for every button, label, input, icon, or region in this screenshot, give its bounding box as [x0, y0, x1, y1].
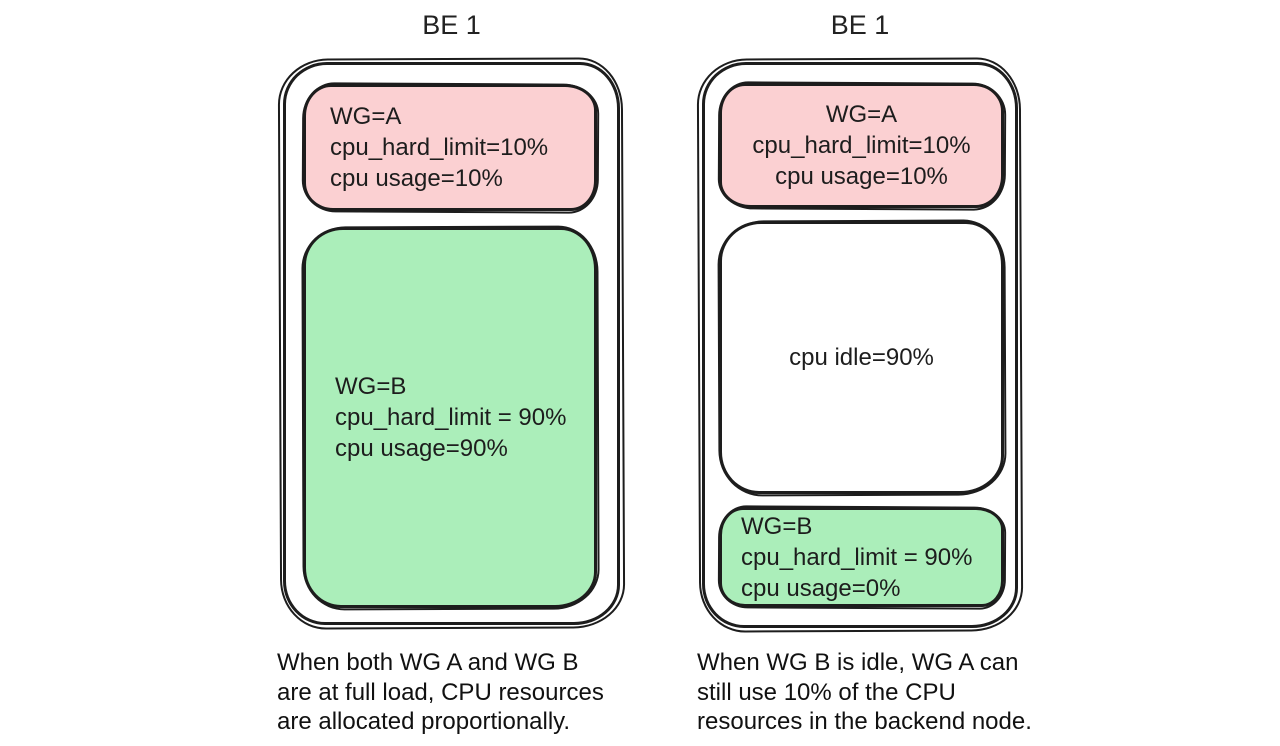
backend-node-box: WG=A cpu_hard_limit=10% cpu usage=10% WG… [283, 62, 620, 625]
workload-group-a-box: WG=A cpu_hard_limit=10% cpu usage=10% [303, 84, 597, 211]
wg-label: WG=A [330, 103, 402, 130]
caption-line: When both WG A and WG B [277, 649, 579, 676]
cpu-hard-limit-value: cpu_hard_limit = 90% [741, 543, 973, 571]
backend-node-title: BE 1 [830, 10, 890, 40]
cpu-usage-value: cpu usage=90% [335, 435, 508, 462]
caption-line: are at full load, CPU resources [277, 678, 604, 706]
cpu-usage-value: cpu usage=0% [741, 574, 901, 602]
backend-node-box: WG=A cpu_hard_limit=10% cpu usage=10% cp… [702, 62, 1018, 628]
panel-full-load: BE 1 WG=A cpu_hard_limit=10% cpu usage=1… [277, 10, 620, 737]
cpu-usage-value: cpu usage=10% [330, 165, 503, 192]
workload-group-b-box: WG=B cpu_hard_limit = 90% cpu usage=0% [719, 507, 1004, 607]
caption-idle: When WG B is idle, WG A can still use 10… [697, 648, 1067, 737]
caption-line: are allocated proportionally. [277, 708, 571, 735]
cpu-usage-value: cpu usage=10% [775, 163, 948, 190]
backend-node-title: BE 1 [422, 10, 481, 40]
caption-line: resources in the backend node. [697, 708, 1032, 735]
cpu-hard-limit-value: cpu_hard_limit=10% [752, 132, 971, 159]
caption-full-load: When both WG A and WG B are at full load… [277, 648, 647, 737]
wg-label: WG=B [335, 373, 407, 400]
cpu-idle-value: cpu idle=90% [789, 344, 934, 371]
wg-label: WG=B [741, 512, 813, 540]
workload-group-b-box: WG=B cpu_hard_limit = 90% cpu usage=90% [303, 227, 597, 608]
cpu-hard-limit-value: cpu_hard_limit = 90% [335, 404, 567, 431]
cpu-hard-limit-value: cpu_hard_limit=10% [330, 134, 549, 161]
cpu-idle-box: cpu idle=90% [719, 221, 1004, 494]
workload-group-a-box: WG=A cpu_hard_limit=10% cpu usage=10% [719, 83, 1004, 208]
caption-line: When WG B is idle, WG A can [697, 649, 1019, 676]
panel-idle: BE 1 WG=A cpu_hard_limit=10% cpu usage=1… [697, 10, 1032, 737]
caption-line: still use 10% of the CPU [697, 678, 956, 706]
wg-label: WG=A [825, 101, 898, 128]
